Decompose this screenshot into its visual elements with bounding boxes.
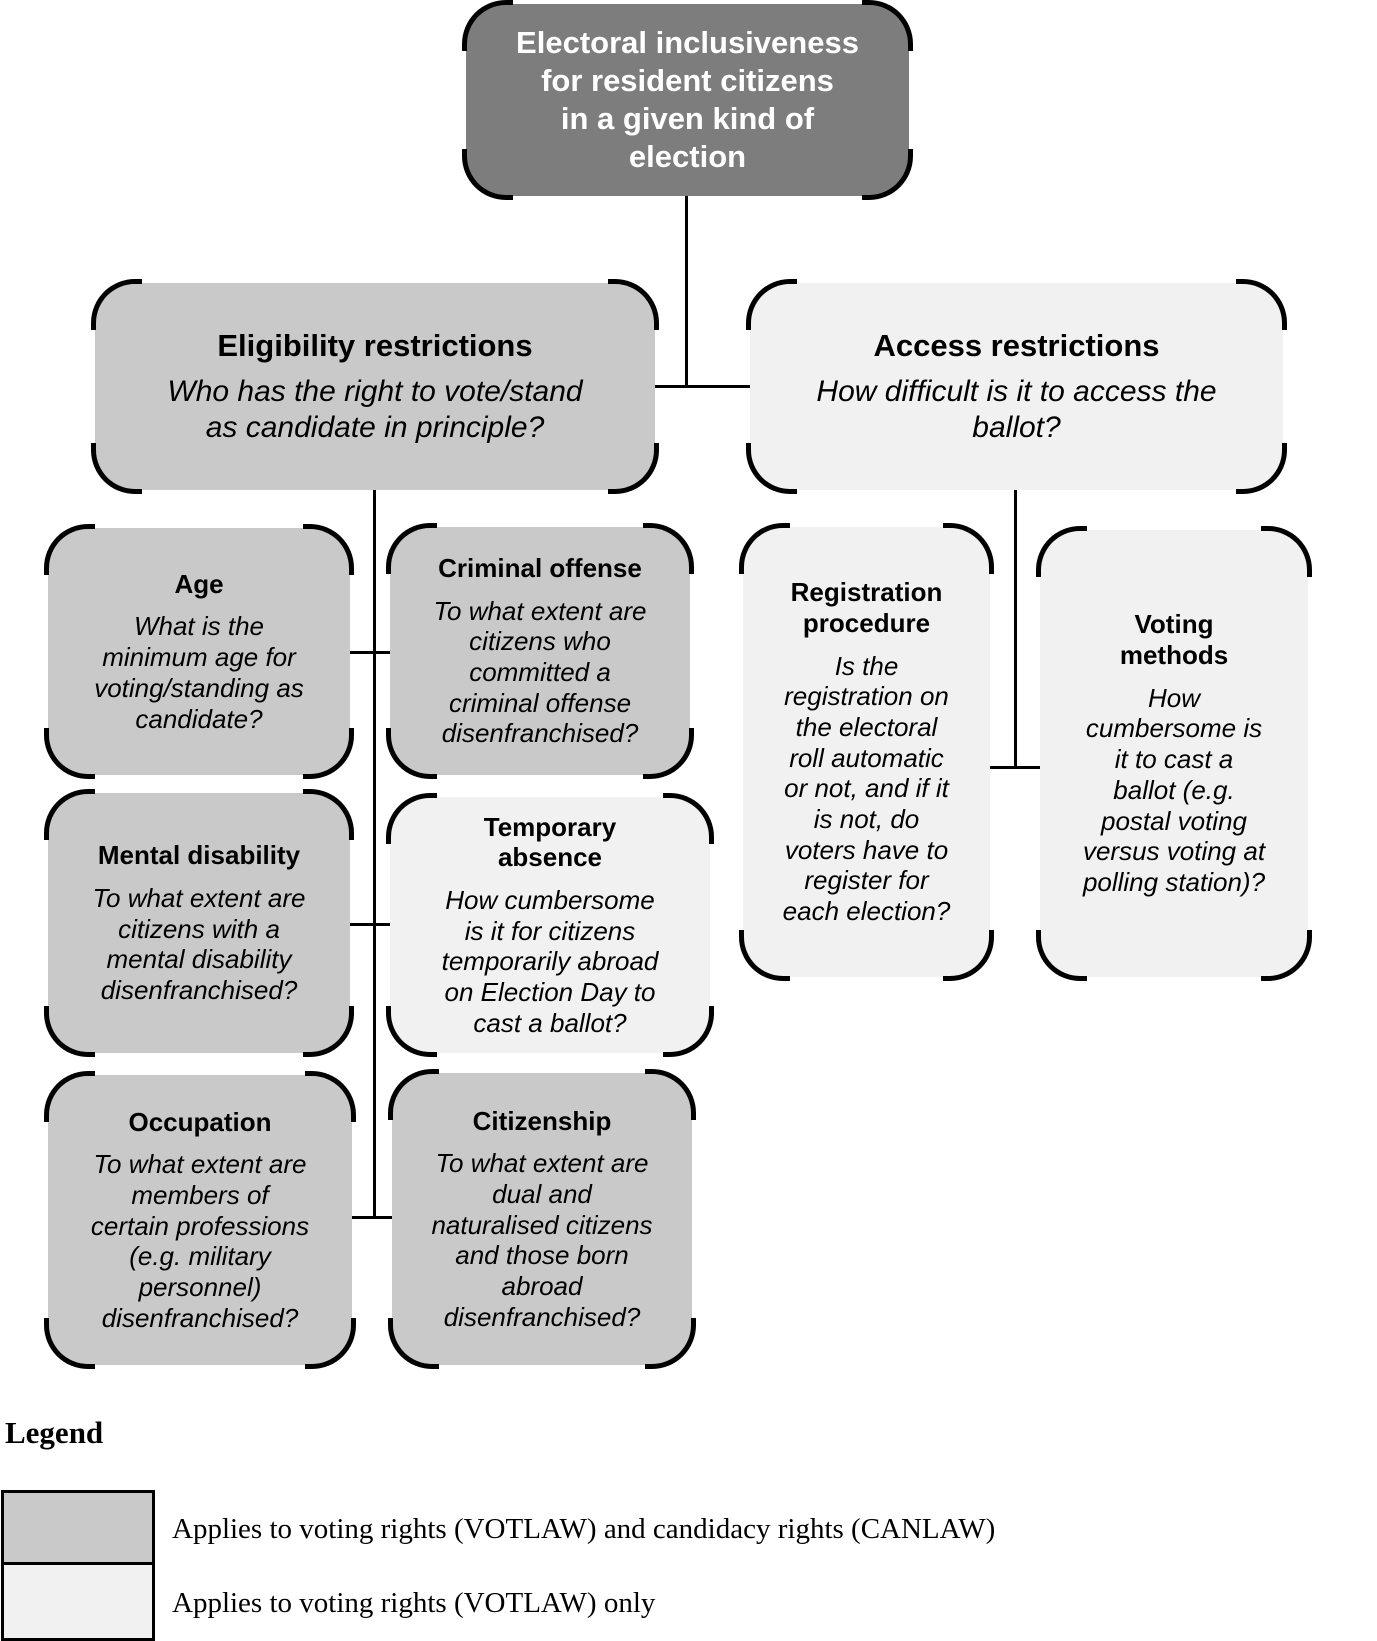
node-criminal-offense: Criminal offense To what extent are citi… xyxy=(386,523,694,779)
box-corner-arc xyxy=(303,1006,354,1057)
box-corner-arc xyxy=(303,789,354,840)
box-corner-arc xyxy=(643,728,694,779)
box-corner-arc xyxy=(1261,930,1312,981)
box-corner-arc xyxy=(44,728,95,779)
box-corner-arc xyxy=(746,443,797,494)
box-corner-arc xyxy=(386,523,437,574)
node-access-title: Access restrictions xyxy=(873,327,1160,363)
node-citizenship: Citizenship To what extent are dual and … xyxy=(388,1069,696,1369)
node-eligibility-question: Who has the right to vote/stand as candi… xyxy=(167,375,583,444)
node-citizenship-question: To what extent are dual and naturalised … xyxy=(431,1148,653,1332)
box-corner-arc xyxy=(44,524,95,575)
box-corner-arc xyxy=(386,728,437,779)
box-corner-arc xyxy=(91,279,142,330)
legend-label-both-rights: Applies to voting rights (VOTLAW) and ca… xyxy=(172,1513,996,1545)
legend-heading: Legend xyxy=(5,1415,104,1450)
connector-stub-age-criminal xyxy=(350,651,391,654)
box-corner-arc xyxy=(305,1318,356,1369)
node-access-restrictions: Access restrictions How difficult is it … xyxy=(746,279,1287,494)
node-criminal-offense-title: Criminal offense xyxy=(438,552,642,583)
box-corner-arc xyxy=(608,443,659,494)
node-voting-methods: Voting methods How cumbersome is it to c… xyxy=(1036,526,1312,981)
connector-stub-registration-voting xyxy=(989,766,1041,769)
node-registration-procedure: Registration procedure Is the registrati… xyxy=(739,523,994,981)
box-corner-arc xyxy=(643,523,694,574)
box-corner-arc xyxy=(1236,279,1287,330)
node-eligibility-title: Eligibility restrictions xyxy=(217,327,533,363)
box-corner-arc xyxy=(91,443,142,494)
box-corner-arc xyxy=(44,1006,95,1057)
box-corner-arc xyxy=(663,1006,714,1057)
box-corner-arc xyxy=(303,728,354,779)
connector-root-vertical xyxy=(685,196,688,388)
node-criminal-offense-question: To what extent are citizens who committe… xyxy=(433,595,647,749)
node-eligibility-restrictions: Eligibility restrictions Who has the rig… xyxy=(91,279,659,494)
box-corner-arc xyxy=(943,523,994,574)
box-corner-arc xyxy=(44,789,95,840)
box-corner-arc xyxy=(1261,526,1312,577)
box-corner-arc xyxy=(608,279,659,330)
box-corner-arc xyxy=(44,1071,95,1122)
node-temporary-absence-title: Temporary absence xyxy=(483,811,617,873)
node-root: Electoral inclusiveness for resident cit… xyxy=(462,0,913,200)
node-occupation: Occupation To what extent are members of… xyxy=(44,1071,356,1369)
box-corner-arc xyxy=(1036,930,1087,981)
box-corner-arc xyxy=(862,0,913,51)
node-mental-disability-title: Mental disability xyxy=(97,840,301,871)
box-corner-arc xyxy=(746,279,797,330)
box-corner-arc xyxy=(663,793,714,844)
box-corner-arc xyxy=(386,1006,437,1057)
box-corner-arc xyxy=(462,149,513,200)
node-registration-procedure-title: Registration procedure xyxy=(790,577,943,638)
connector-eligibility-vertical xyxy=(373,490,376,1219)
box-corner-arc xyxy=(388,1069,439,1120)
box-corner-arc xyxy=(303,524,354,575)
legend-swatches xyxy=(1,1490,155,1641)
node-temporary-absence: Temporary absence How cumbersome is it f… xyxy=(386,793,714,1057)
node-age: Age What is the minimum age for voting/s… xyxy=(44,524,354,779)
box-corner-arc xyxy=(1236,443,1287,494)
node-mental-disability: Mental disability To what extent are cit… xyxy=(44,789,354,1057)
node-occupation-question: To what extent are members of certain pr… xyxy=(90,1149,310,1333)
node-age-title: Age xyxy=(174,568,224,599)
node-voting-methods-question: How cumbersome is it to cast a ballot (e… xyxy=(1082,682,1266,897)
box-corner-arc xyxy=(305,1071,356,1122)
legend-swatch-both-rights xyxy=(4,1493,152,1565)
box-corner-arc xyxy=(1036,526,1087,577)
connector-branch-horizontal xyxy=(655,385,752,388)
node-citizenship-title: Citizenship xyxy=(472,1105,612,1136)
box-corner-arc xyxy=(739,930,790,981)
connector-stub-mental-temporary xyxy=(350,923,391,926)
node-root-title: Electoral inclusiveness for resident cit… xyxy=(516,25,859,174)
connector-access-vertical xyxy=(1014,490,1017,768)
node-temporary-absence-question: How cumbersome is it for citizens tempor… xyxy=(441,884,659,1038)
box-corner-arc xyxy=(386,793,437,844)
box-corner-arc xyxy=(943,930,994,981)
legend-swatch-voting-only xyxy=(4,1565,152,1638)
node-occupation-title: Occupation xyxy=(128,1106,272,1137)
connector-stub-occupation-citizenship xyxy=(351,1216,393,1219)
box-corner-arc xyxy=(44,1318,95,1369)
node-registration-procedure-question: Is the registration on the electoral rol… xyxy=(782,650,951,927)
node-access-question: How difficult is it to access the ballot… xyxy=(816,375,1217,444)
box-corner-arc xyxy=(862,149,913,200)
box-corner-arc xyxy=(645,1069,696,1120)
box-corner-arc xyxy=(739,523,790,574)
box-corner-arc xyxy=(462,0,513,51)
box-corner-arc xyxy=(645,1318,696,1369)
node-mental-disability-question: To what extent are citizens with a menta… xyxy=(92,882,306,1005)
node-voting-methods-title: Voting methods xyxy=(1119,609,1229,671)
legend-label-voting-only: Applies to voting rights (VOTLAW) only xyxy=(172,1587,656,1619)
node-age-question: What is the minimum age for voting/stand… xyxy=(94,611,304,734)
